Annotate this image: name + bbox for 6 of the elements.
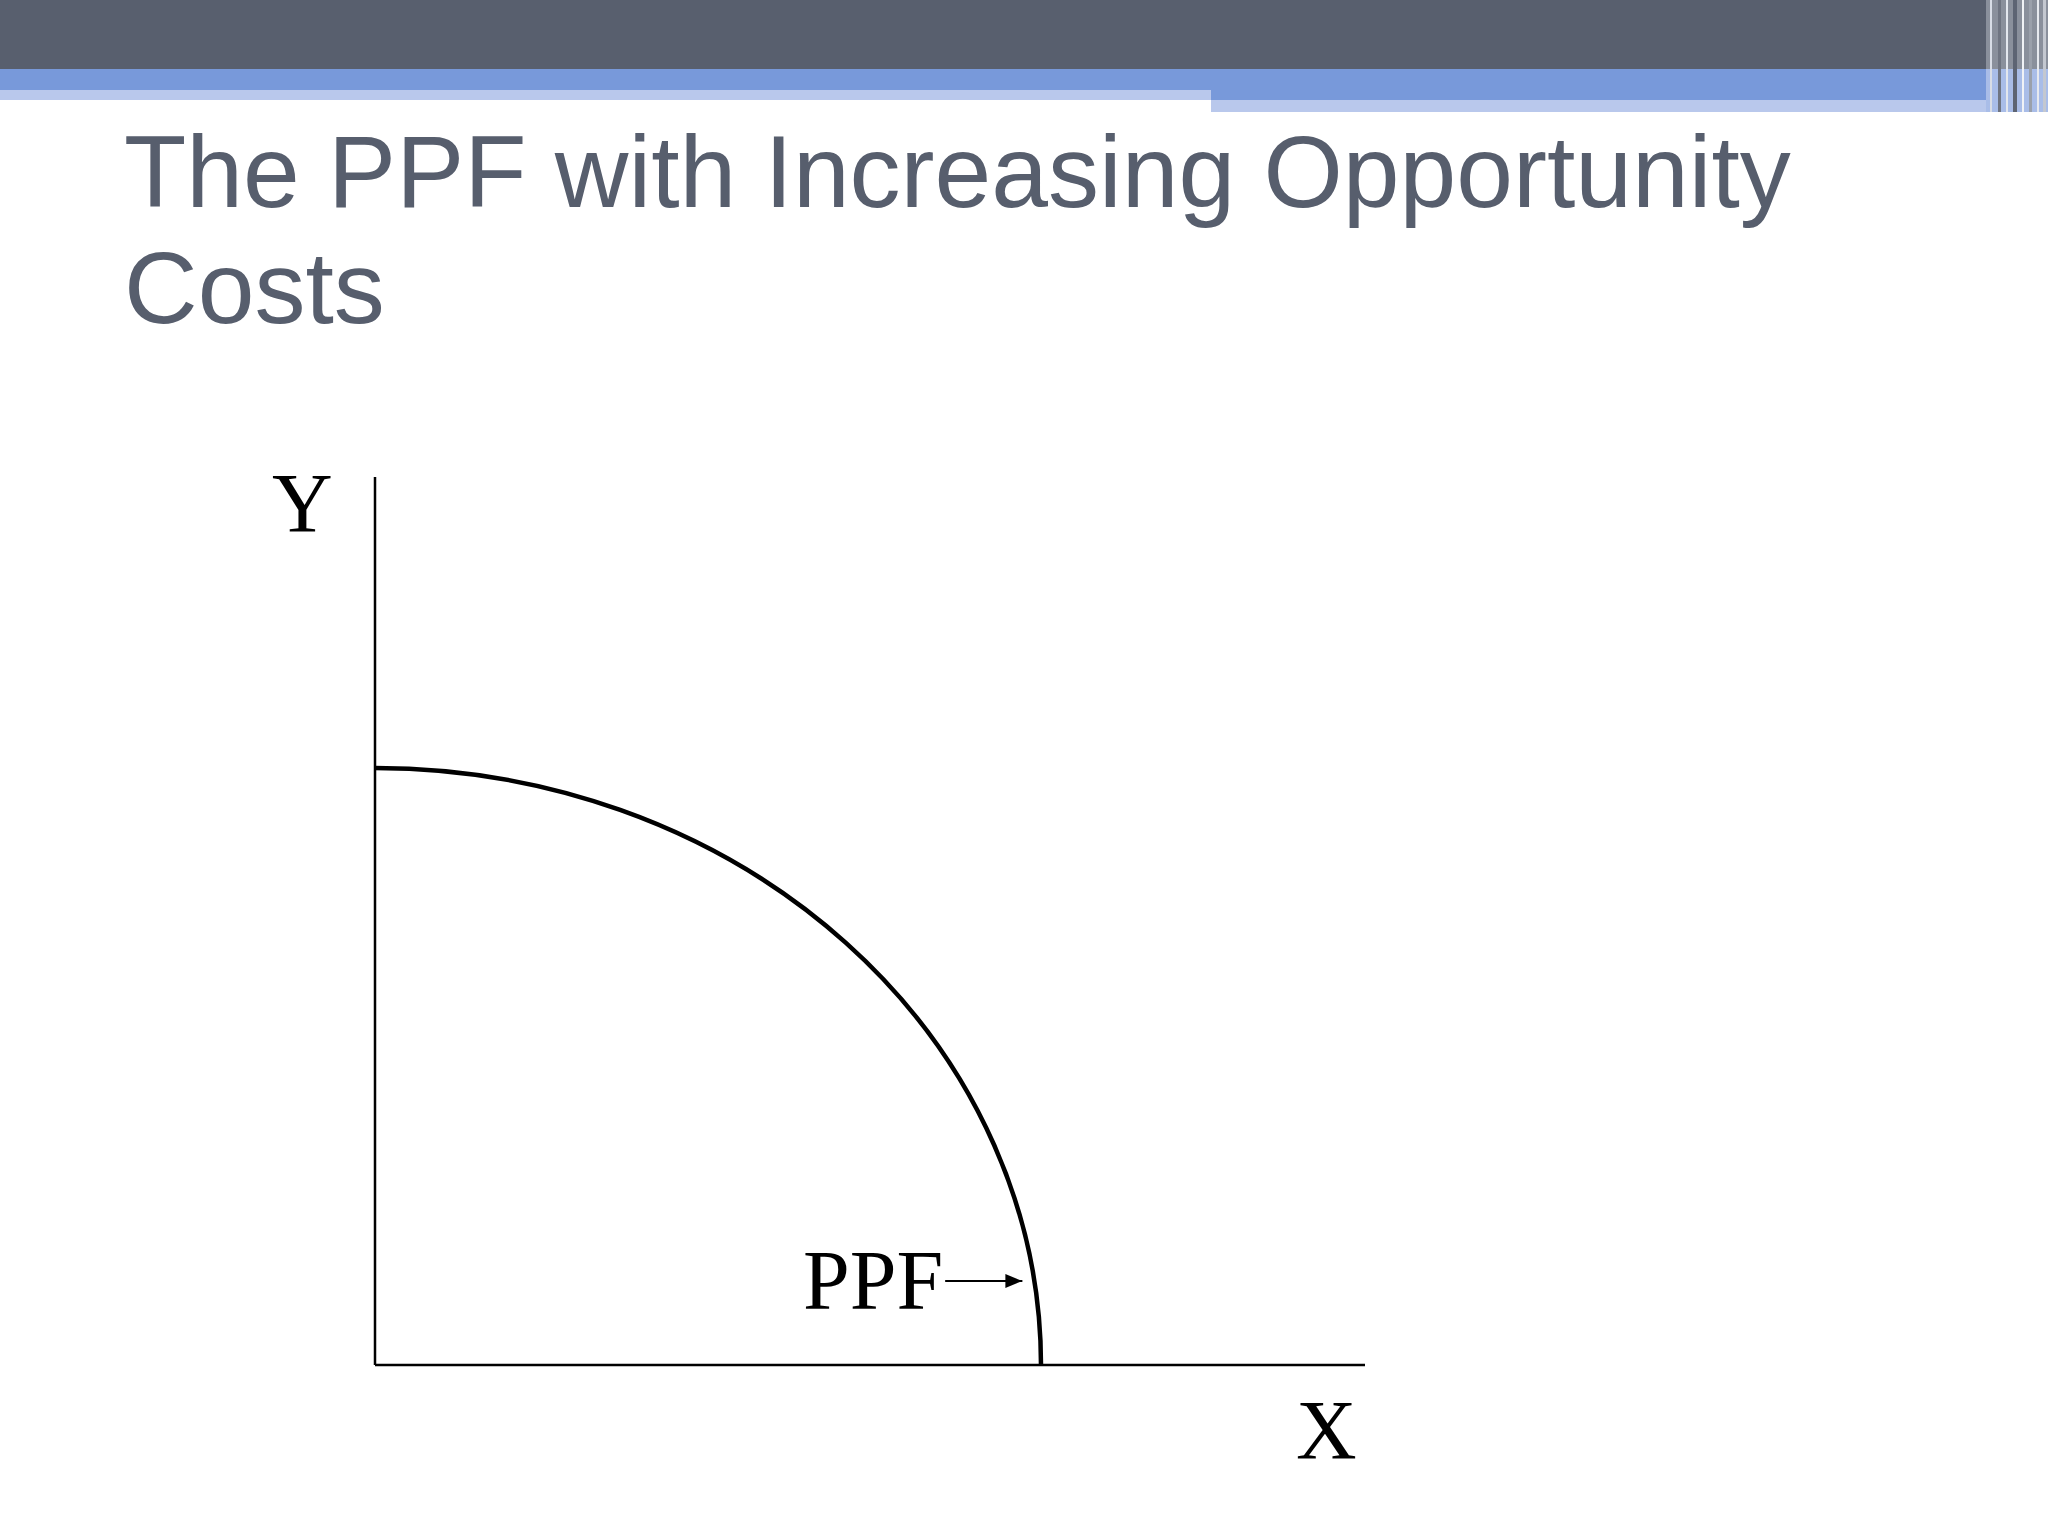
slide-title: The PPF with Increasing Opportunity Costs — [124, 114, 1792, 346]
axis-label: X — [1296, 1389, 1357, 1473]
axis-label: Y — [272, 462, 333, 546]
leader-arrow — [945, 1274, 1023, 1288]
curve-label: PPF — [803, 1239, 944, 1323]
ppf-curve — [374, 765, 1044, 1366]
